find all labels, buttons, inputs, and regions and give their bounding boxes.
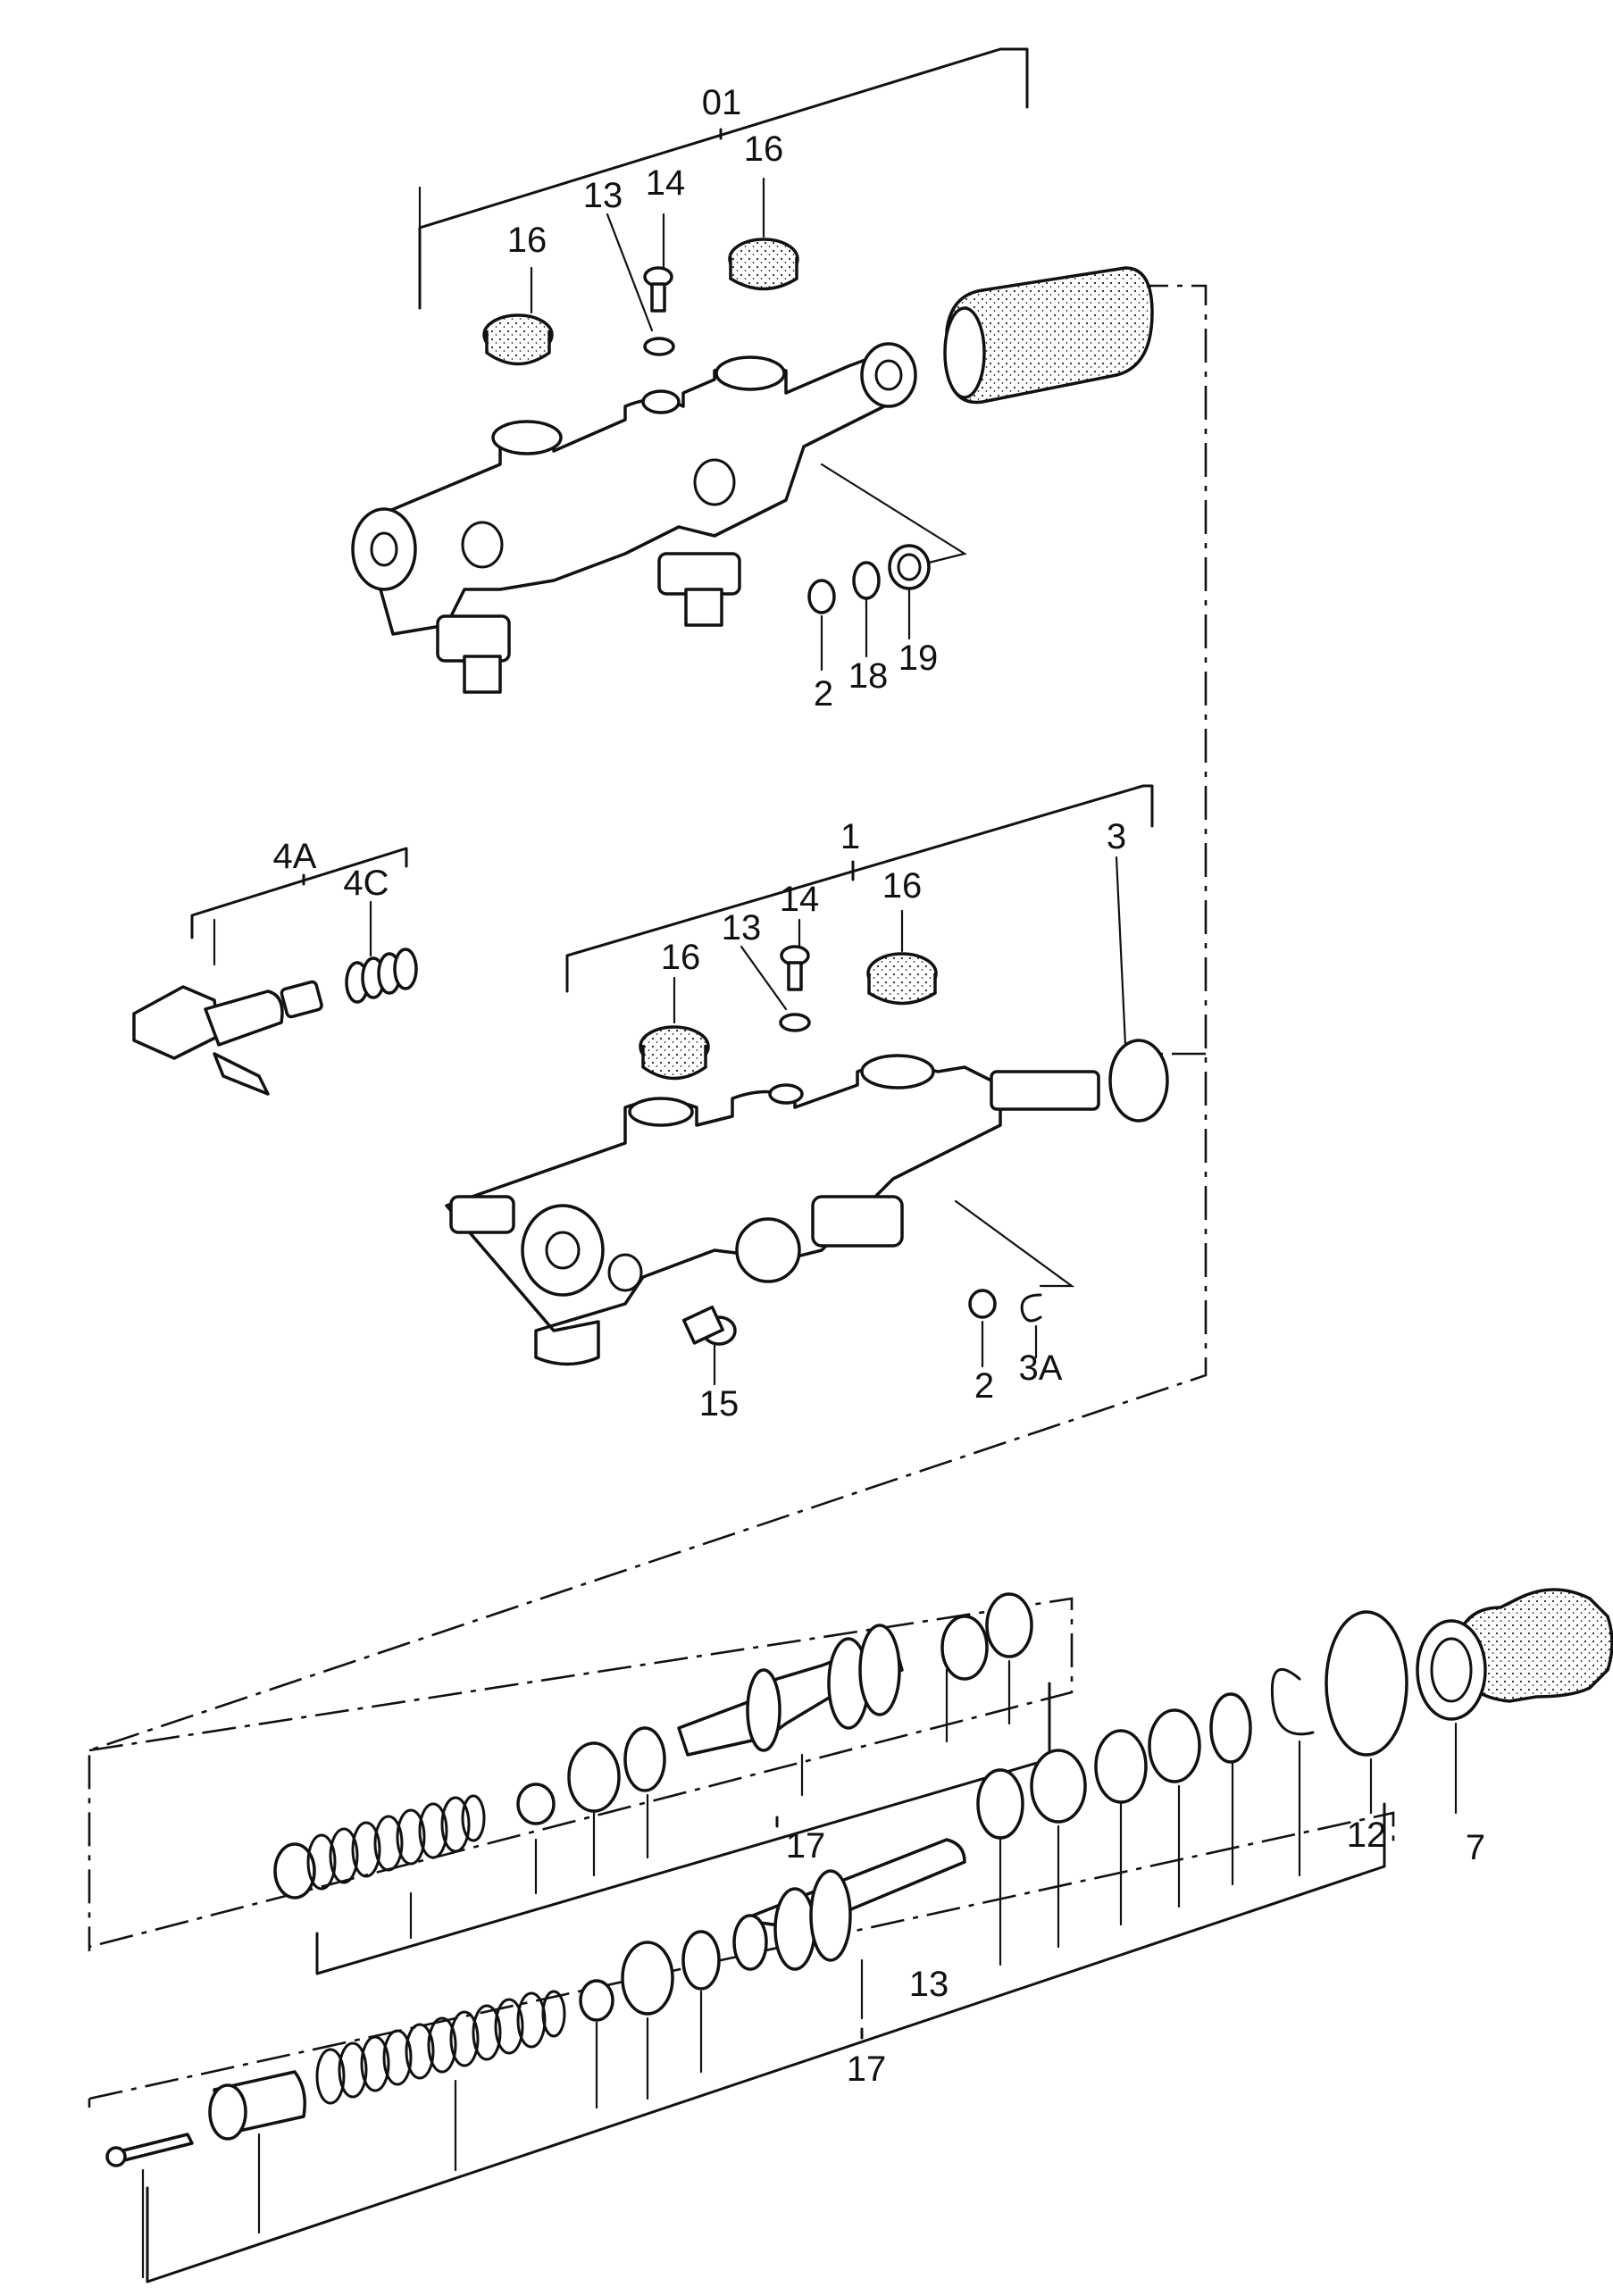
- seal-16-left2-icon: [639, 1025, 710, 1081]
- label-16c: 16: [882, 866, 923, 906]
- seal-16-right-icon: [728, 238, 799, 291]
- oring-3-icon: [1108, 1039, 1169, 1123]
- bracket-17b: [146, 1802, 1386, 2283]
- label-17a: 17: [786, 1826, 826, 1866]
- upper-master-cylinder-icon: [351, 342, 917, 694]
- cup-upper-icon: [567, 1741, 621, 1813]
- middle-assembly: 4A 4C 1 3 13 14 16 16 15 2 3A: [132, 784, 1206, 1424]
- label-19: 19: [898, 639, 939, 678]
- piston-lower-icon: [732, 1838, 966, 1971]
- nut-2b-icon: [968, 1289, 997, 1319]
- label-4A: 4A: [273, 837, 317, 876]
- stop-screw-icon: [105, 2070, 306, 2167]
- label-01: 01: [702, 83, 742, 122]
- label-15: 15: [699, 1384, 740, 1424]
- upper-assembly: 01 16 13 14 16 2 18 19: [88, 47, 1208, 1951]
- label-18: 18: [848, 656, 889, 696]
- label-16d: 16: [661, 938, 701, 977]
- label-14b: 14: [780, 880, 820, 919]
- clip-3A-icon: [1020, 1293, 1042, 1323]
- washer-13b-icon: [779, 1013, 811, 1032]
- bolt-14-icon: [643, 266, 673, 313]
- bolt-14b-icon: [780, 945, 810, 991]
- bracket-1: [565, 784, 1154, 993]
- plug-15-icon: [681, 1305, 737, 1346]
- label-16b: 16: [744, 129, 784, 169]
- bracket-01: [418, 47, 1029, 310]
- label-13a: 13: [583, 176, 623, 215]
- label-7: 7: [1466, 1828, 1485, 1867]
- boot-7-icon: [1416, 1588, 1613, 1721]
- ring-b-icon: [1148, 1708, 1201, 1783]
- spring-4C-icon: [345, 948, 418, 1004]
- label-17b: 17: [847, 2050, 887, 2089]
- rubber-boot-icon: [943, 266, 1154, 405]
- label-1: 1: [840, 817, 860, 856]
- lower-master-cylinder-icon: [445, 1054, 1100, 1366]
- cup-lower-icon: [621, 1941, 674, 2016]
- label-3: 3: [1107, 817, 1126, 856]
- ring-lower-icon: [681, 1930, 721, 1991]
- label-13c: 13: [909, 1965, 949, 2004]
- switch-icon: [132, 980, 323, 1096]
- label-4C: 4C: [343, 864, 389, 903]
- dash-box-bottom: [88, 1811, 1395, 2108]
- washer-13-icon: [643, 337, 675, 356]
- label-3A: 3A: [1019, 1348, 1063, 1388]
- label-16a: 16: [507, 221, 547, 260]
- piston-icon: [677, 1592, 1033, 1757]
- lower-assembly: 17 12 7 13 17: [88, 1588, 1613, 2283]
- ring-e-icon: [976, 1768, 1024, 1840]
- label-12: 12: [1347, 1816, 1387, 1855]
- ring-d-icon: [1030, 1749, 1087, 1824]
- circlip-icon: [1270, 1667, 1315, 1736]
- label-14a: 14: [646, 163, 686, 203]
- bracket-17a: [315, 1682, 1051, 1975]
- ring-upper-icon: [623, 1726, 666, 1792]
- spring-lower-icon: [315, 1990, 566, 2105]
- retainer-upper-icon: [516, 1783, 556, 1825]
- label-2b: 2: [974, 1366, 994, 1406]
- label-13b: 13: [722, 908, 762, 948]
- retainer-lower-icon: [579, 1979, 614, 2022]
- label-2a: 2: [814, 674, 833, 714]
- dash-line-upper: [88, 284, 1208, 1951]
- bracket-4A: [190, 847, 408, 939]
- seal-16-right2-icon: [866, 952, 938, 1006]
- spring-upper-icon: [273, 1794, 486, 1899]
- oring-12-icon: [1325, 1610, 1408, 1757]
- small-seals-upper: [807, 544, 931, 614]
- dash-box-lower: [88, 1597, 1074, 1949]
- ring-a-icon: [1209, 1692, 1252, 1764]
- ring-c-icon: [1094, 1729, 1148, 1804]
- seal-16-left-icon: [482, 313, 554, 366]
